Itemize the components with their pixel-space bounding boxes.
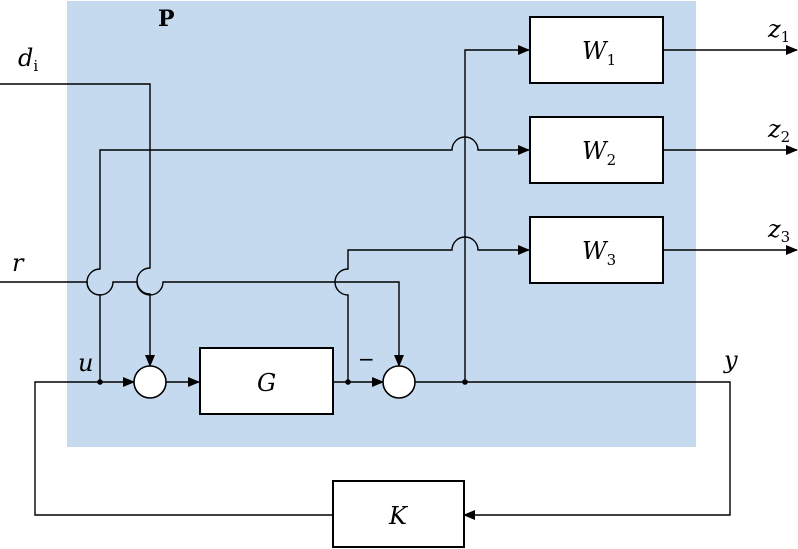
svg-text:K: K xyxy=(388,502,409,530)
svg-text:W1: W1 xyxy=(582,37,616,69)
signal-label-u: u xyxy=(78,349,93,377)
wire-di xyxy=(0,83,155,367)
wire-to-w1 xyxy=(464,45,530,382)
wire-u xyxy=(34,377,333,516)
branch-dot-y xyxy=(462,379,468,385)
block-g: G xyxy=(199,347,334,415)
svg-text:W2: W2 xyxy=(582,137,616,169)
svg-text:W3: W3 xyxy=(582,237,616,269)
wire-g-to-w3 xyxy=(334,236,530,382)
block-w2: W2 xyxy=(529,116,664,184)
signal-label-r: r xyxy=(12,249,25,277)
block-w3: W3 xyxy=(529,216,664,284)
wire-y xyxy=(415,381,731,520)
wire-u-to-w2 xyxy=(86,136,530,382)
minus-sign: − xyxy=(358,347,375,371)
plant-label: P xyxy=(158,6,175,32)
signal-label-z1: z1 xyxy=(767,15,790,46)
signal-label-z3: z3 xyxy=(767,215,790,246)
signal-label-di: di xyxy=(18,44,38,75)
block-k: K xyxy=(332,480,465,548)
branch-dot-u xyxy=(97,379,103,385)
sum-junction-error xyxy=(382,365,416,399)
signal-label-z2: z2 xyxy=(767,115,790,146)
block-w1: W1 xyxy=(529,16,664,84)
signal-label-y: y xyxy=(723,346,738,374)
svg-text:G: G xyxy=(257,369,276,397)
branch-dot-g xyxy=(345,379,351,385)
sum-junction-input xyxy=(133,365,167,399)
